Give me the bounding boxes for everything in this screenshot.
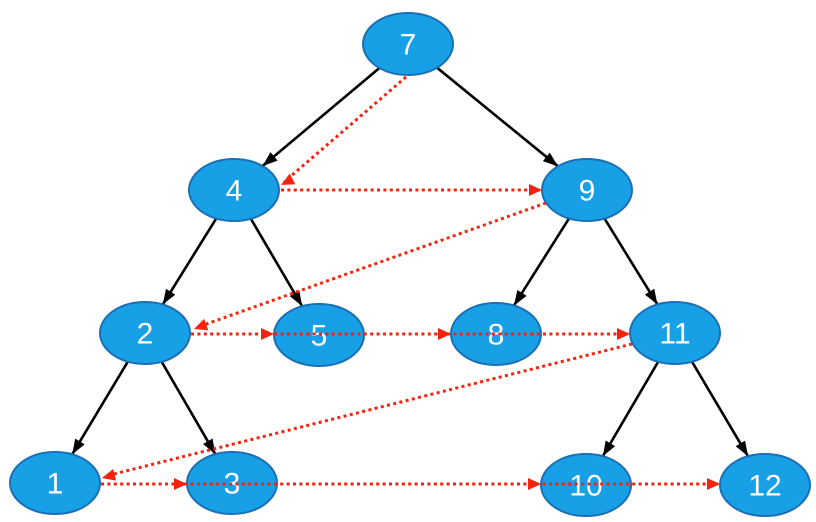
bfs-arrowhead-7-to-4: [281, 173, 296, 185]
bfs-arrow-9-to-2: [197, 201, 547, 329]
node-label-4: 4: [226, 175, 243, 208]
tree-edge-2-1: [71, 360, 129, 456]
tree-edge-arrowhead-11-12: [735, 440, 749, 457]
tree-edge-7-4: [261, 66, 381, 168]
tree-edge-arrowhead-4-2: [162, 288, 176, 305]
node-1: [9, 451, 101, 515]
node-label-8: 8: [488, 319, 505, 352]
tree-edge-arrowhead-7-4: [262, 152, 278, 167]
node-label-12: 12: [748, 470, 781, 503]
bfs-arrowhead-9-to-2: [194, 318, 209, 331]
node-label-10: 10: [569, 470, 602, 503]
tree-edge-11-10: [601, 361, 660, 457]
tree-edge-9-8: [512, 217, 571, 307]
node-11: [629, 301, 721, 365]
bfs-arrowhead-4-to-9: [529, 184, 542, 196]
node-10: [540, 453, 632, 517]
bfs-arrowhead-2-to-5-to-8-to-11: [438, 328, 451, 340]
node-7: [362, 12, 454, 76]
node-label-5: 5: [311, 320, 328, 353]
bfs-arrowhead-1-to-3-to-10-to-12: [707, 478, 720, 490]
bfs-arrowhead-2-to-5-to-8-to-11: [617, 328, 630, 340]
bfs-arrowhead-2-to-5-to-8-to-11: [261, 328, 274, 340]
tree-edge-arrowhead-7-9: [542, 152, 558, 167]
tree-edge-9-11: [603, 217, 659, 306]
node-12: [719, 453, 811, 517]
tree-edge-2-3: [160, 361, 217, 455]
bfs-arrowhead-1-to-3-to-10-to-12: [528, 478, 541, 490]
bfs-arrowhead-1-to-3-to-10-to-12: [174, 478, 187, 490]
node-label-7: 7: [400, 29, 417, 62]
tree-edge-arrowhead-2-3: [203, 438, 216, 455]
bfs-arrow-7-to-4: [283, 75, 407, 184]
node-label-9: 9: [579, 175, 596, 208]
node-label-1: 1: [47, 468, 64, 501]
tree-edge-arrowhead-2-1: [72, 438, 85, 455]
tree-edge-arrowhead-9-11: [644, 288, 658, 305]
tree-edge-11-12: [690, 361, 750, 457]
node-label-2: 2: [137, 318, 154, 351]
tree-edge-7-9: [436, 66, 559, 168]
bfs-arrowhead-11-to-1: [102, 469, 117, 481]
node-4: [188, 158, 280, 222]
node-2: [99, 301, 191, 365]
tree-edge-arrowhead-11-10: [602, 440, 616, 457]
tree-edge-4-5: [249, 218, 304, 307]
node-label-11: 11: [659, 318, 690, 351]
tree-edge-arrowhead-9-8: [513, 289, 527, 306]
bfs-arrow-11-to-1: [105, 342, 633, 478]
tree-edge-4-2: [161, 217, 218, 306]
